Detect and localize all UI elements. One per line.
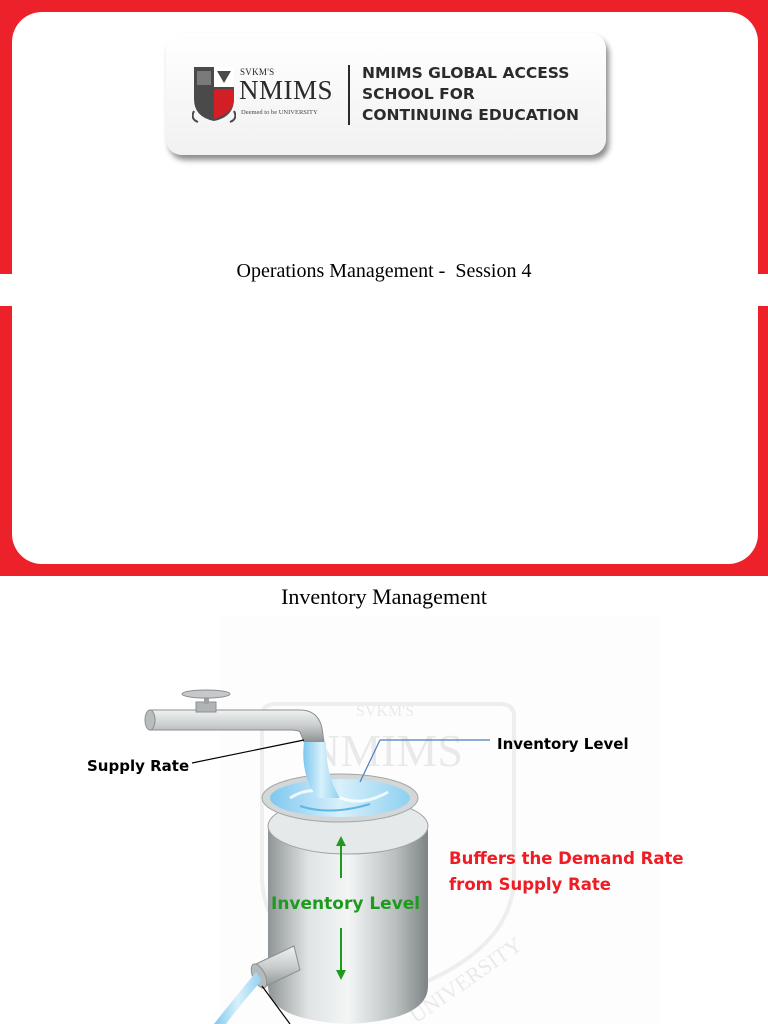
school-line-2: SCHOOL FOR	[362, 85, 475, 103]
session-title: Operations Management - Session 4	[236, 260, 532, 282]
school-line-1: NMIMS GLOBAL ACCESS	[362, 64, 570, 82]
nmims-wordmark: NMIMS	[239, 75, 334, 105]
inventory-level-callout: Inventory Level	[497, 735, 629, 753]
buffer-note: Buffers the Demand Rate from Supply Rate	[449, 846, 709, 898]
watermark-svkm: SVKM'S	[356, 703, 414, 720]
supply-rate-leader	[191, 739, 305, 764]
school-name: NMIMS GLOBAL ACCESS SCHOOL FOR CONTINUIN…	[362, 63, 598, 126]
tank-inventory-label: Inventory Level	[271, 894, 421, 914]
slide-card: SVKM'S NMIMS Deemed to be UNIVERSITY NMI…	[12, 12, 758, 564]
watermark-nmims: NMIMS	[307, 725, 463, 776]
title-slide: SVKM'S NMIMS Deemed to be UNIVERSITY NMI…	[0, 0, 768, 576]
school-line-3: CONTINUING EDUCATION	[362, 106, 579, 124]
buffer-note-line-2: from Supply Rate	[449, 875, 611, 894]
inventory-down-arrow	[336, 928, 346, 980]
logo-banner: SVKM'S NMIMS Deemed to be UNIVERSITY NMI…	[166, 33, 606, 155]
outlet-pipe	[214, 945, 301, 1024]
inventory-level-leader-2	[359, 739, 381, 783]
svkm-text: SVKM'S	[240, 67, 275, 77]
inventory-up-arrow	[336, 836, 346, 878]
nmims-seal-icon	[192, 67, 236, 123]
inventory-slide-title: Inventory Management	[281, 584, 487, 609]
tank	[261, 773, 429, 1024]
inventory-tank-diagram: SVKM'S NMIMS UNIVERSITY	[144, 616, 660, 1024]
demand-rate-leader	[261, 985, 291, 1024]
logo-tagline: Deemed to be UNIVERSITY	[241, 109, 318, 116]
supply-rate-label: Supply Rate	[87, 757, 190, 775]
logo-divider	[348, 65, 350, 125]
water-stream	[303, 742, 340, 798]
buffer-note-line-1: Buffers the Demand Rate	[449, 849, 684, 868]
